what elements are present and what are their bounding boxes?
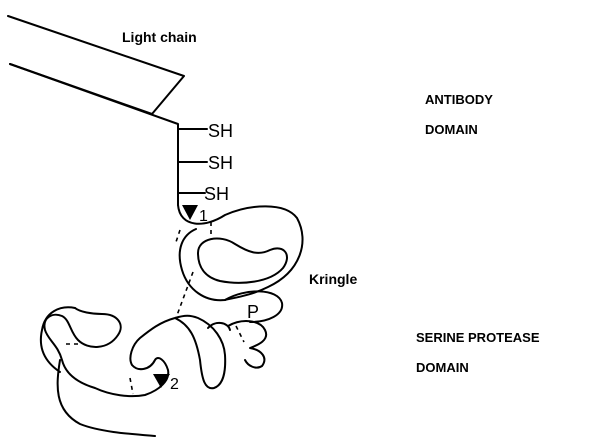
antibody-domain-label-line1: ANTIBODY [425, 92, 493, 107]
serine-protease-left-lobe [41, 307, 75, 372]
protease-dash-3 [236, 326, 244, 342]
serine-protease-tail [58, 360, 155, 436]
heavy-chain-backbone [10, 64, 178, 205]
kringle-inner-loop [198, 238, 287, 282]
p-label: P [247, 302, 259, 322]
protease-dash-2 [130, 378, 133, 394]
cleavage-arrow-1-icon [182, 205, 198, 220]
sh-group-2-label: SH [208, 153, 233, 173]
cleavage-marker-2-label: 2 [170, 376, 179, 393]
serine-protease-domain-label-line1: SERINE PROTEASE [416, 330, 540, 345]
cleavage-arrow-2-icon [153, 374, 170, 388]
antibody-domain-label-line2: DOMAIN [425, 122, 478, 137]
light-chain-label: Light chain [122, 29, 197, 45]
sh-group-1-label: SH [208, 121, 233, 141]
sh-group-3-label: SH [204, 184, 229, 204]
serine-protease-right-branch [228, 321, 266, 368]
kringle-dash-2 [176, 230, 180, 242]
serine-protease-fold-main [44, 308, 225, 396]
kringle-outer-loop [178, 205, 303, 300]
serine-protease-domain-label-line2: DOMAIN [416, 360, 469, 375]
kringle-label: Kringle [309, 271, 357, 287]
